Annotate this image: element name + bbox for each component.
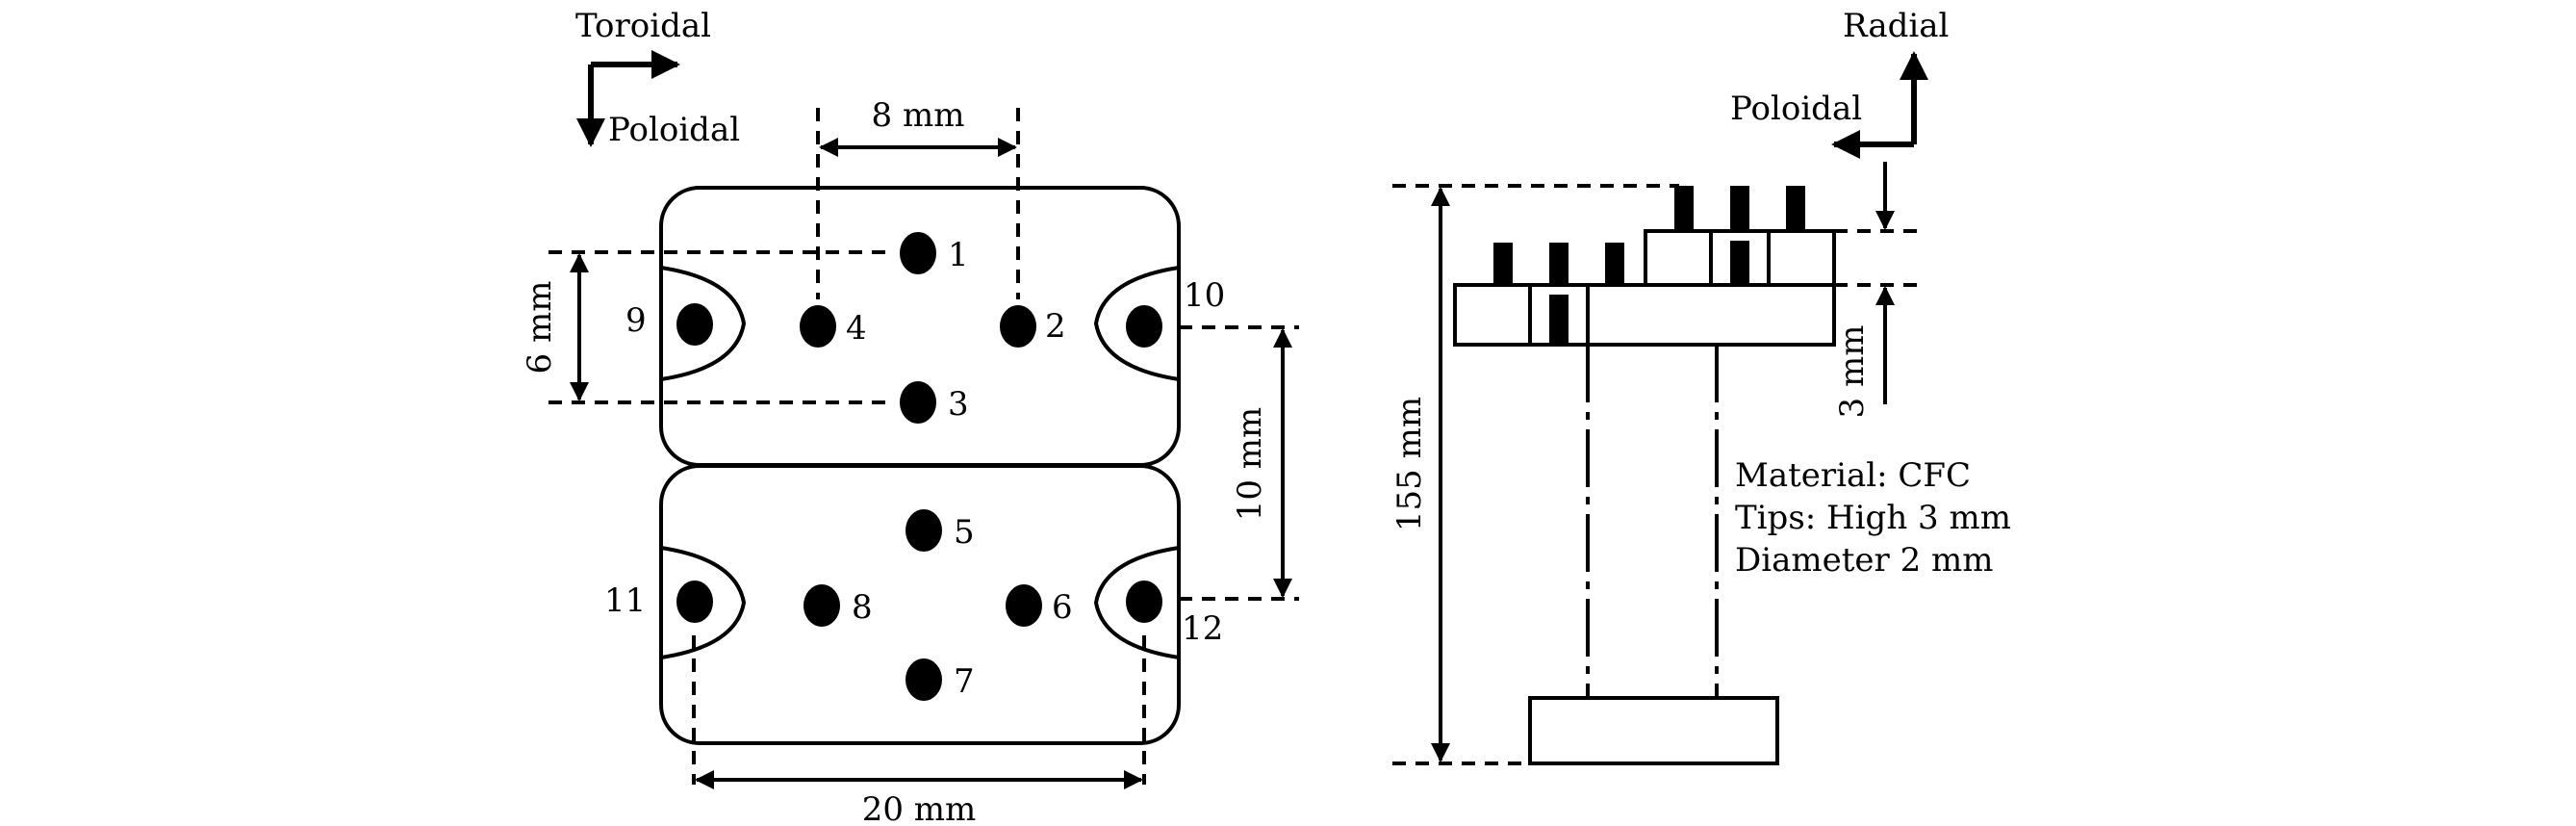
tip-upper-3 (1786, 186, 1805, 231)
pin-3 (900, 381, 936, 424)
pin-5 (905, 509, 942, 552)
probe-pins (676, 232, 1162, 701)
tip-lower-slot-fill (1549, 295, 1569, 345)
pin-8 (803, 584, 840, 627)
pin-6 (1006, 584, 1042, 627)
side-probe-tips (1493, 186, 1805, 345)
tip-upper-2 (1730, 186, 1749, 231)
toroidal-label: Toroidal (575, 7, 711, 45)
pin-label-7: 7 (954, 662, 975, 701)
left-dashed-guides (548, 108, 1299, 785)
pin-11 (676, 581, 713, 623)
dim-10mm-label: 10 mm (1231, 407, 1269, 522)
right-dashed-guides (1392, 184, 1925, 765)
side-lower-plate (1453, 283, 1836, 347)
pin-10 (1126, 305, 1162, 348)
pin-1 (900, 232, 936, 274)
pin-label-9: 9 (625, 301, 647, 340)
pin-label-8: 8 (852, 588, 873, 627)
pin-2 (1000, 305, 1036, 348)
tip-upper-slot-fill (1730, 241, 1749, 285)
toroidal-poloidal-axes (576, 50, 680, 147)
poloidal-label-right: Poloidal (1730, 90, 1862, 128)
diameter-note: Diameter 2 mm (1735, 541, 1994, 580)
poloidal-label-left: Poloidal (608, 111, 740, 149)
material-note: Material: CFC (1735, 456, 1971, 495)
radial-poloidal-axes (1831, 51, 1928, 159)
tips-note: Tips: High 3 mm (1735, 499, 2011, 537)
dim-155mm-label: 155 mm (1390, 397, 1429, 531)
dim-8mm-label: 8 mm (872, 96, 965, 135)
pin-label-11: 11 (604, 581, 646, 620)
pin-label-1: 1 (948, 236, 969, 274)
upper-right-pocket (1093, 266, 1180, 381)
pin-label-2: 2 (1045, 307, 1066, 346)
dim-6mm-label: 6 mm (521, 281, 559, 374)
pin-label-5: 5 (954, 513, 975, 552)
pin-4 (800, 305, 836, 348)
pin-12 (1126, 581, 1162, 623)
pin-label-3: 3 (948, 385, 969, 424)
lower-left-pocket (660, 546, 747, 659)
pin-label-12: 12 (1182, 609, 1223, 648)
left-view (548, 50, 1299, 789)
pin-label-6: 6 (1052, 588, 1073, 627)
pin-7 (905, 658, 942, 701)
tip-lower-1 (1493, 243, 1513, 285)
side-base-block (1528, 696, 1779, 765)
radial-label: Radial (1843, 7, 1949, 45)
dim-3mm-label: 3 mm (1833, 325, 1872, 419)
right-view (1392, 51, 1928, 765)
pin-9 (676, 303, 713, 346)
tip-lower-3 (1605, 243, 1624, 285)
pin-label-4: 4 (846, 309, 867, 348)
lower-right-pocket (1093, 546, 1180, 659)
upper-left-pocket (660, 266, 747, 381)
tip-lower-2 (1549, 243, 1569, 285)
dim-20mm-label: 20 mm (862, 790, 977, 826)
pin-label-10: 10 (1184, 276, 1225, 315)
tip-upper-1 (1674, 186, 1694, 231)
lower-probe-head (659, 464, 1181, 745)
